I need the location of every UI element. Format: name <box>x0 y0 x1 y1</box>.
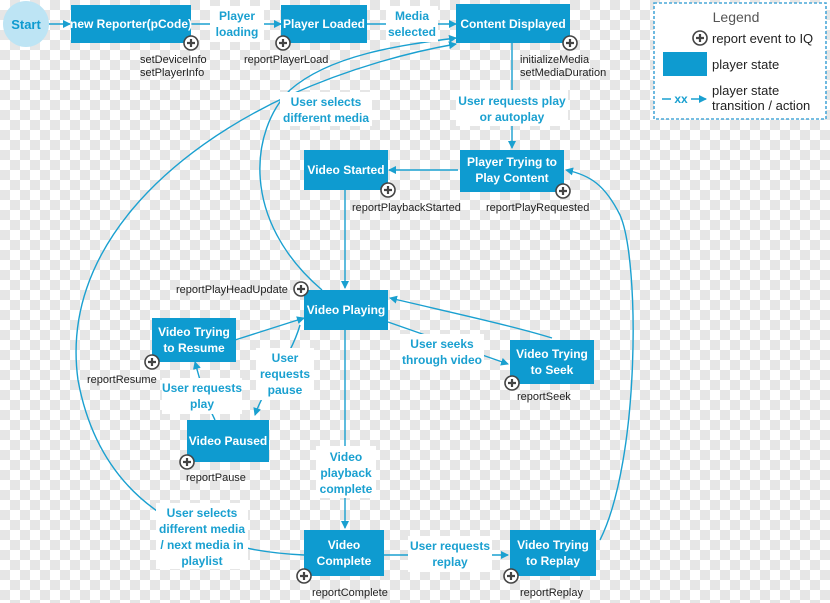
start-label: Start <box>11 17 41 32</box>
event-initialize-media: initializeMedia <box>520 54 590 66</box>
plus-circle-icon <box>292 280 310 298</box>
event-report-playback-started: reportPlaybackStarted <box>352 202 461 214</box>
plus-circle-icon <box>182 34 200 52</box>
arrow-replay-to-trying-play <box>565 167 634 541</box>
transition-requests-play-line-2: or autoplay <box>480 110 545 124</box>
state-new-reporter: new Reporter(pCode) <box>70 5 192 43</box>
state-label-line-2: to Seek <box>531 363 574 377</box>
event-report-complete: reportComplete <box>312 587 388 599</box>
event-set-player-info: setPlayerInfo <box>140 67 204 79</box>
transition-requests-resume-line-1: User requests <box>162 381 242 395</box>
state-label: Content Displayed <box>460 17 565 31</box>
transition-playback-complete-line-1: Video <box>330 450 362 464</box>
state-video-trying-seek: Video Trying to Seek <box>510 340 594 384</box>
state-label: Video Started <box>307 163 384 177</box>
state-label: new Reporter(pCode) <box>70 17 192 31</box>
state-player-loaded: Player Loaded <box>281 5 367 43</box>
state-video-playing: Video Playing <box>304 290 388 330</box>
state-label: Video Paused <box>189 434 267 448</box>
transition-playback-complete-line-3: complete <box>320 482 373 496</box>
transition-next-media-line-2: different media <box>159 522 245 536</box>
transition-media-selected-line-1: Media <box>395 9 429 23</box>
legend-state-swatch <box>663 52 707 76</box>
plus-circle-icon <box>178 453 196 471</box>
legend-event-item: report event to IQ <box>712 31 813 46</box>
transition-requests-pause-line-1: User <box>272 351 299 365</box>
plus-circle-icon <box>561 34 579 52</box>
legend-title: Legend <box>713 9 760 25</box>
transition-user-selects-media-line-1: User selects <box>291 95 362 109</box>
transition-user-seeks-line-2: through video <box>402 353 482 367</box>
transition-player-loading-line-2: loading <box>216 25 259 39</box>
legend-state-item: player state <box>712 57 779 72</box>
plus-circle-icon <box>554 182 572 200</box>
state-label-line-1: Player Trying to <box>467 155 557 169</box>
transition-user-seeks-line-1: User seeks <box>410 337 474 351</box>
transition-requests-pause-line-3: pause <box>268 383 303 397</box>
transition-requests-play-line-1: User requests play <box>458 94 566 108</box>
state-video-paused: Video Paused <box>187 420 269 462</box>
transition-next-media-line-1: User selects <box>167 506 238 520</box>
transition-labels: Player loading Media selected User selec… <box>156 6 568 572</box>
arrow-resume-to-playing <box>234 316 305 341</box>
transition-requests-replay-line-1: User requests <box>410 539 490 553</box>
state-label-line-1: Video Trying <box>517 538 589 552</box>
plus-circle-icon <box>379 181 397 199</box>
report-event-labels: setDeviceInfo setPlayerInfo reportPlayer… <box>87 54 606 599</box>
transition-user-selects-media-line-2: different media <box>283 111 369 125</box>
plus-circle-icon <box>143 353 161 371</box>
state-player-trying-play: Player Trying to Play Content <box>460 150 564 192</box>
start-node: Start <box>3 1 49 47</box>
state-content-displayed: Content Displayed <box>456 4 570 43</box>
state-label-line-1: Video Trying <box>516 347 588 361</box>
plus-circle-icon <box>274 34 292 52</box>
state-label-line-2: Complete <box>317 554 372 568</box>
state-video-trying-resume: Video Trying to Resume <box>152 318 236 362</box>
transition-requests-replay-line-2: replay <box>432 555 468 569</box>
transition-media-selected-line-2: selected <box>388 25 436 39</box>
state-label-line-2: to Resume <box>163 341 225 355</box>
arrow-seek-to-playing <box>389 295 553 339</box>
event-set-media-duration: setMediaDuration <box>520 67 606 79</box>
state-label-line-1: Video <box>328 538 360 552</box>
legend-transition-symbol: xx <box>674 92 688 106</box>
event-report-player-load: reportPlayerLoad <box>244 54 328 66</box>
transition-playback-complete-line-2: playback <box>320 466 372 480</box>
transition-requests-resume-line-2: play <box>190 397 214 411</box>
event-report-replay: reportReplay <box>520 587 583 599</box>
state-video-started: Video Started <box>304 150 388 190</box>
transition-requests-pause-line-2: requests <box>260 367 310 381</box>
legend-transition-item-line-1: player state <box>712 83 779 98</box>
plus-circle-icon <box>502 567 520 585</box>
state-video-trying-replay: Video Trying to Replay <box>510 530 596 576</box>
event-report-seek: reportSeek <box>517 391 571 403</box>
transition-next-media-line-3: / next media in <box>160 538 243 552</box>
event-report-resume: reportResume <box>87 374 157 386</box>
event-report-pause: reportPause <box>186 472 246 484</box>
plus-circle-icon <box>295 567 313 585</box>
legend: Legend report event to IQ player state x… <box>653 2 827 120</box>
plus-circle-icon <box>691 29 709 47</box>
state-label-line-1: Video Trying <box>158 325 230 339</box>
event-report-play-requested: reportPlayRequested <box>486 202 589 214</box>
event-report-play-head-update: reportPlayHeadUpdate <box>176 284 288 296</box>
legend-transition-item-line-2: transition / action <box>712 98 810 113</box>
transition-next-media-line-4: playlist <box>181 554 222 568</box>
transition-player-loading-line-1: Player <box>219 9 255 23</box>
event-set-device-info: setDeviceInfo <box>140 54 207 66</box>
state-video-complete: Video Complete <box>304 530 384 576</box>
state-label-line-2: to Replay <box>526 554 580 568</box>
arrow-playing-to-content <box>259 34 457 291</box>
plus-circle-icon <box>503 374 521 392</box>
state-label: Player Loaded <box>283 17 365 31</box>
state-label-line-2: Play Content <box>475 171 548 185</box>
state-label: Video Playing <box>307 303 385 317</box>
